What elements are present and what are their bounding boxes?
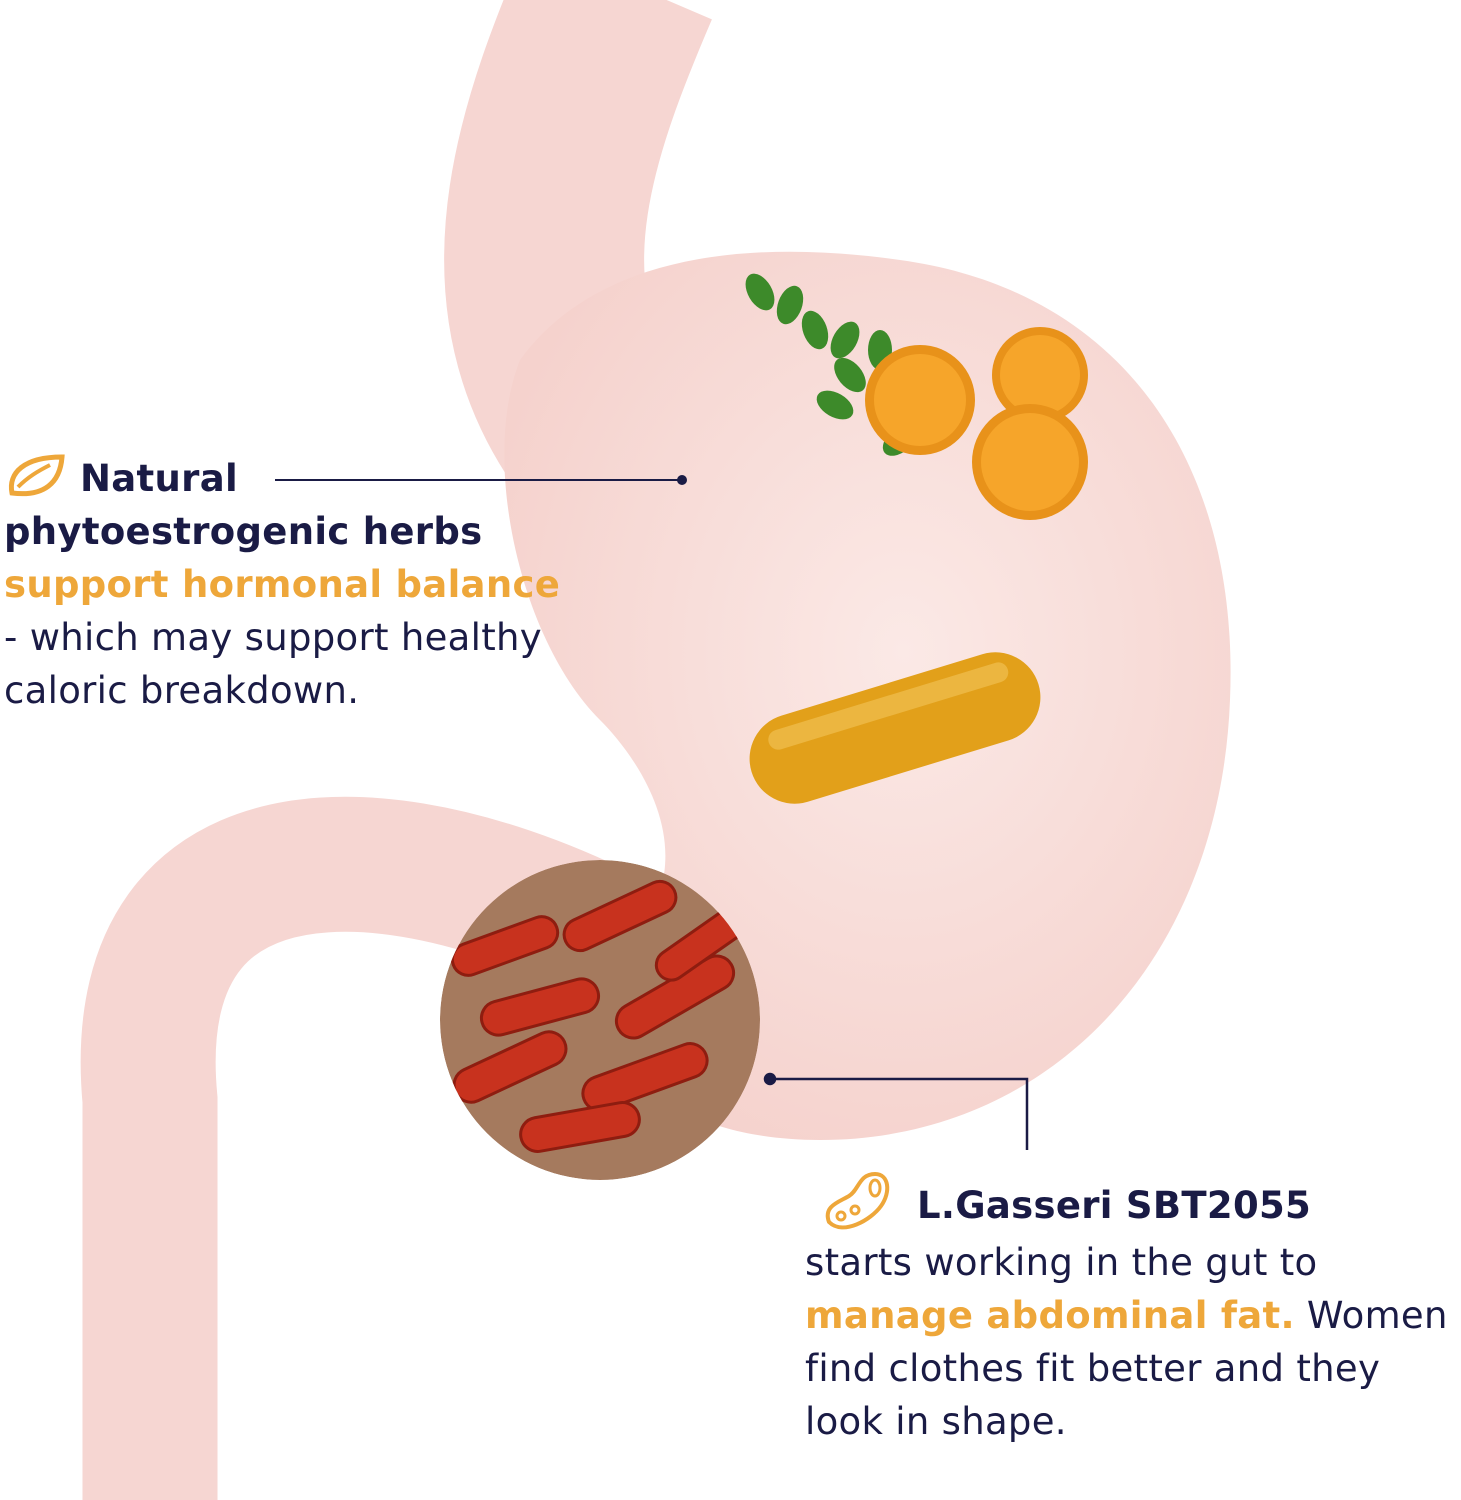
leaf-icon	[8, 454, 65, 497]
callout-line-probiotic	[763, 1072, 1029, 1150]
probiotic-body: Women find clothes fit better and they l…	[805, 1294, 1448, 1443]
probiotic-highlight: manage abdominal fat.	[805, 1294, 1295, 1337]
herbs-callout: Natural phytoestrogenic herbs support ho…	[4, 452, 564, 717]
bacteria-image	[440, 860, 760, 1180]
herbs-highlight: support hormonal balance	[4, 563, 561, 606]
digestive-tract	[80, 0, 738, 1500]
callout-line-herbs	[275, 475, 687, 485]
turmeric-slices	[865, 327, 1088, 520]
capsule	[749, 652, 1041, 804]
bacteria-icon	[825, 1171, 890, 1230]
probiotic-title: L.Gasseri SBT2055	[917, 1184, 1312, 1227]
herbs-title: Natural	[80, 457, 238, 500]
probiotic-intro: starts working in the gut to	[805, 1241, 1318, 1284]
probiotic-callout: L.Gasseri SBT2055 starts working in the …	[805, 1166, 1461, 1448]
herbs-subtitle: phytoestrogenic herbs	[4, 510, 483, 553]
herbs-body: - which may support healthy caloric brea…	[4, 616, 542, 712]
